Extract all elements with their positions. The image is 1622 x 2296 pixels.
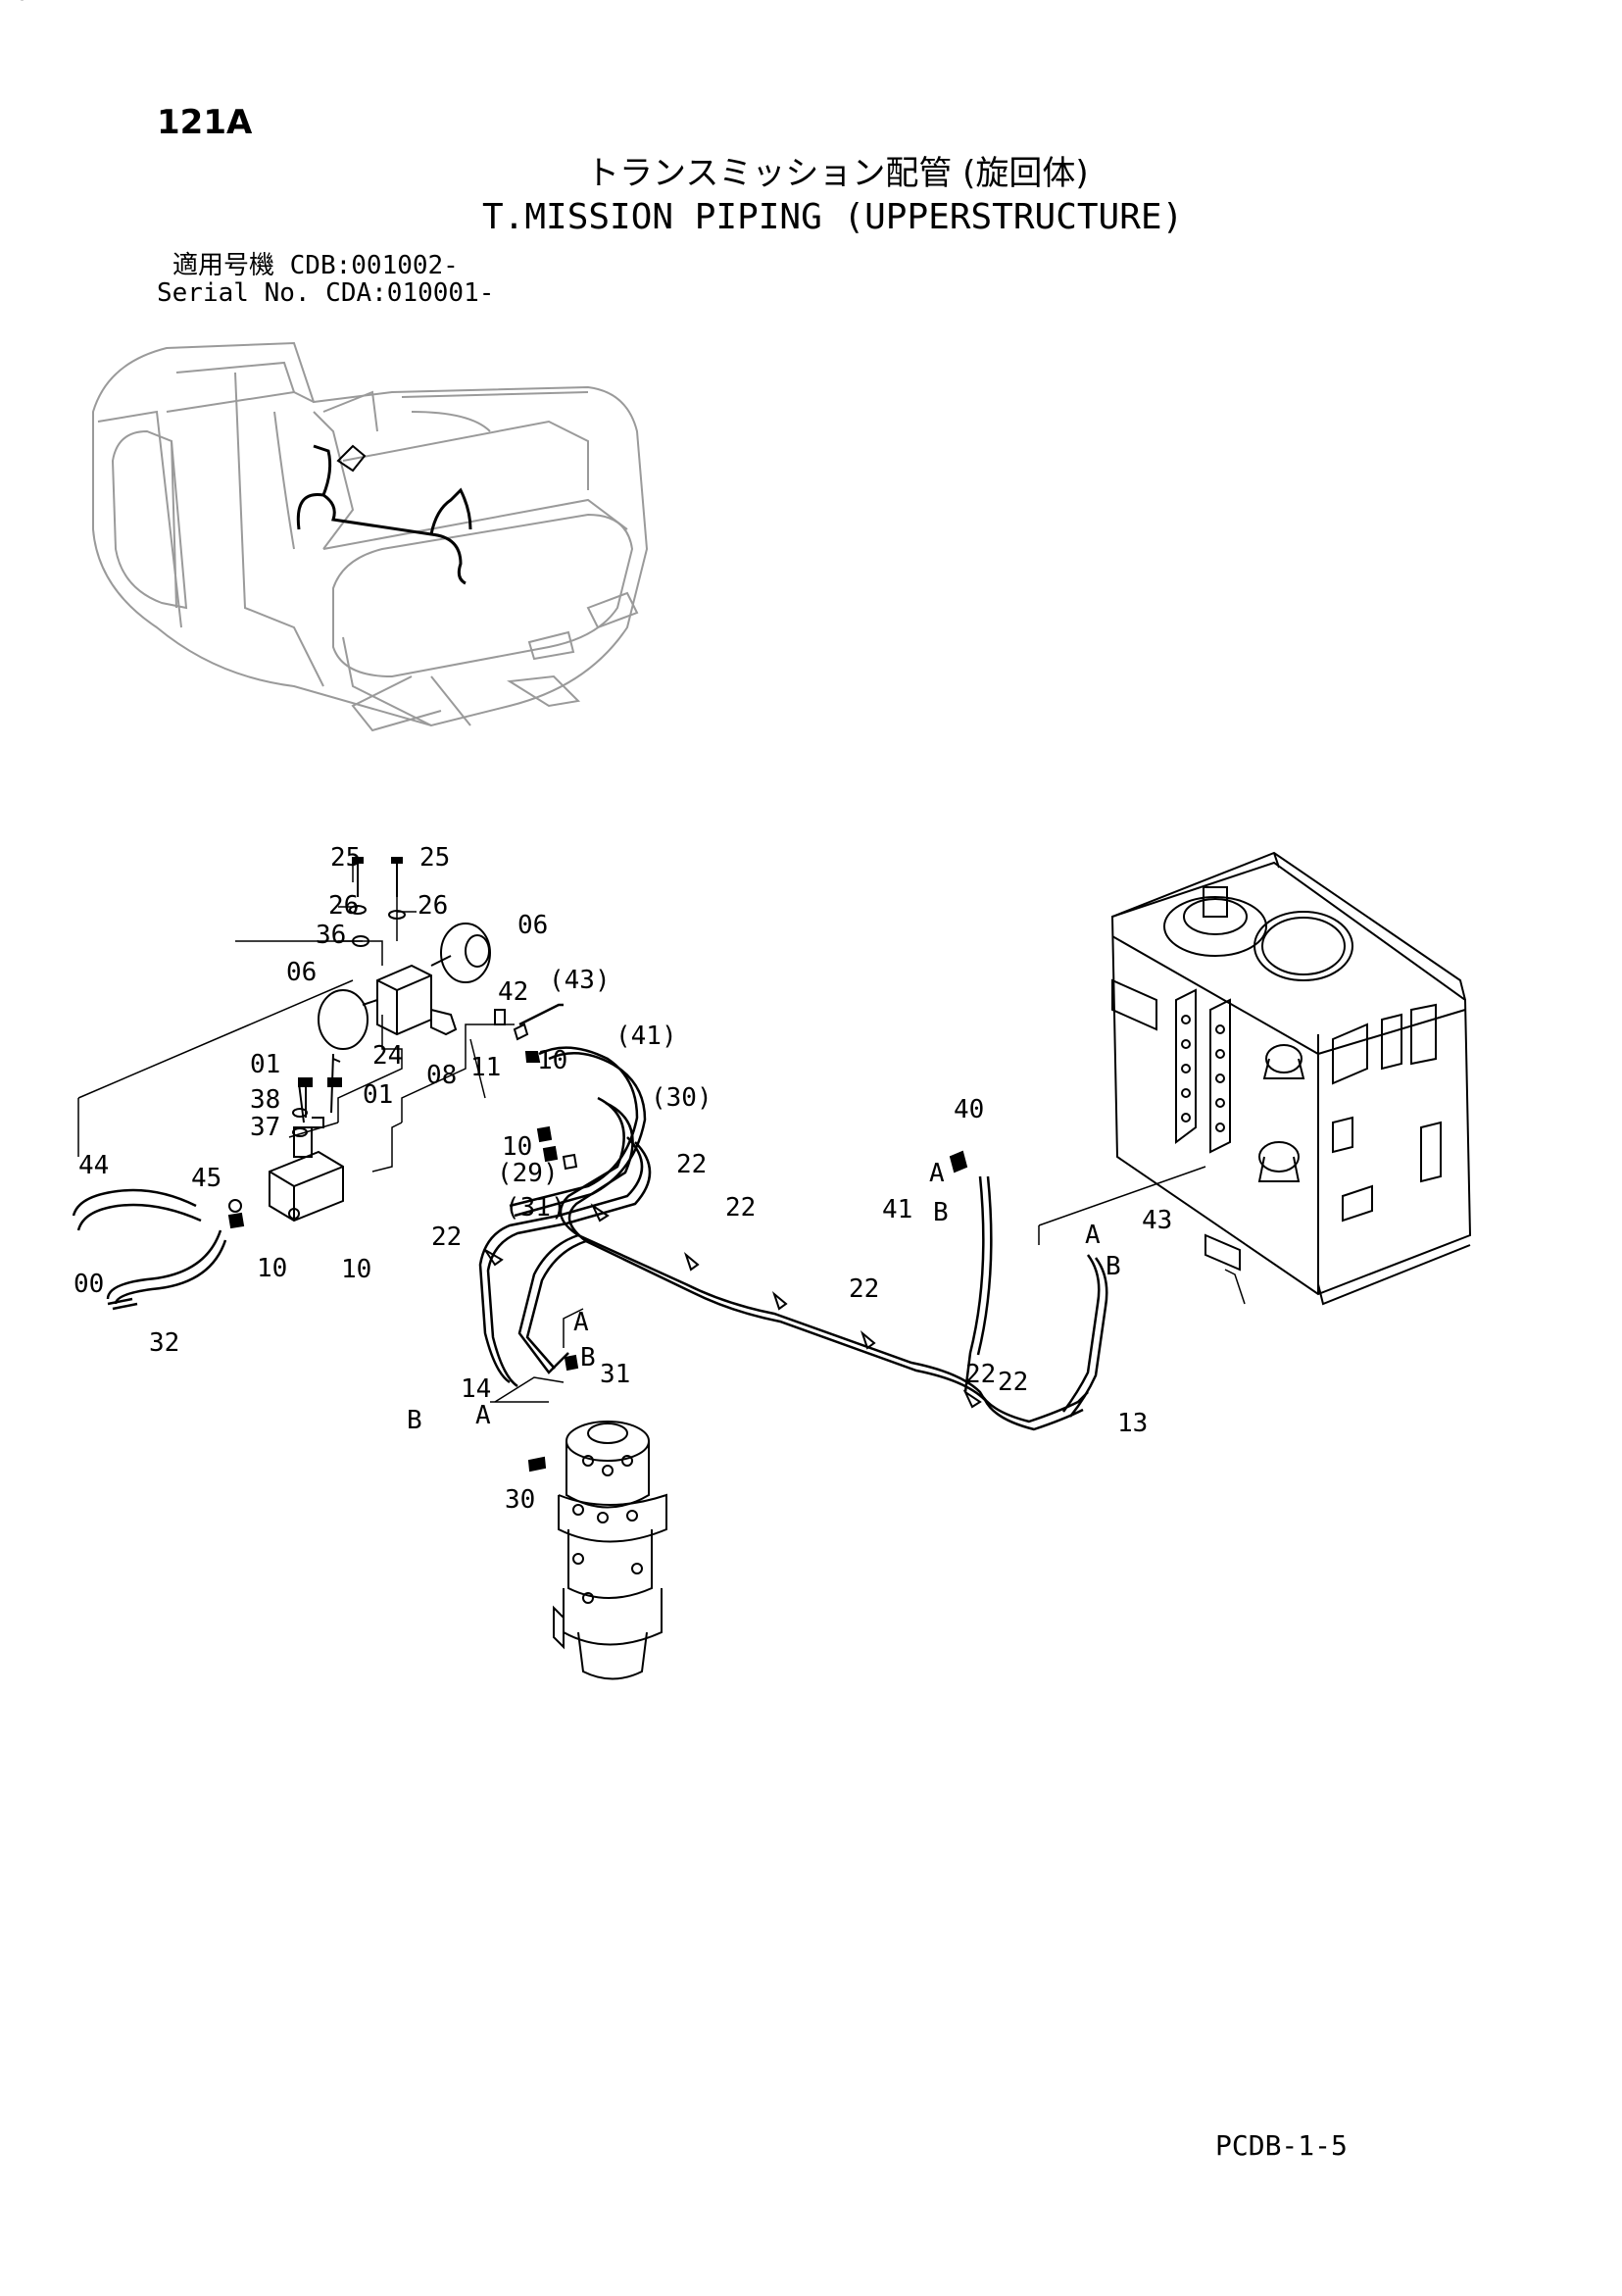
callout-2: 26 bbox=[328, 891, 359, 921]
callout-18: 10 bbox=[502, 1132, 532, 1162]
callout-41: A bbox=[573, 1308, 589, 1337]
callout-9: 24 bbox=[372, 1041, 403, 1071]
callout-12: 10 bbox=[537, 1046, 567, 1075]
callout-10: 08 bbox=[426, 1061, 457, 1090]
callout-11: 11 bbox=[470, 1053, 501, 1082]
callout-48: 13 bbox=[1117, 1409, 1148, 1438]
callout-23: 44 bbox=[78, 1151, 109, 1180]
title-japanese: トランスミッション配管 (旋回体) bbox=[586, 154, 1089, 193]
callout-26: 00 bbox=[74, 1270, 104, 1299]
callout-13: (41) bbox=[615, 1022, 677, 1051]
callout-47: 30 bbox=[505, 1485, 535, 1515]
callout-7: 42 bbox=[498, 977, 528, 1007]
callout-42: B bbox=[580, 1343, 596, 1373]
callout-49: 29 bbox=[0, 0, 30, 7]
callout-28: 32 bbox=[149, 1328, 179, 1358]
title-english: T.MISSION PIPING (UPPERSTRUCTURE) bbox=[482, 197, 1184, 237]
callout-1: 25 bbox=[419, 843, 450, 873]
callout-0: 25 bbox=[330, 843, 361, 873]
callout-17: 37 bbox=[250, 1113, 280, 1142]
callout-40: 43 bbox=[1142, 1206, 1172, 1235]
callout-44: 14 bbox=[461, 1374, 491, 1404]
page-code: 121A bbox=[157, 103, 253, 142]
swivel-joint-illustration bbox=[553, 1421, 667, 1680]
callout-27: 10 bbox=[341, 1255, 371, 1284]
callout-14: 01 bbox=[250, 1050, 280, 1079]
callout-35: A bbox=[929, 1159, 945, 1188]
callout-33: 22 bbox=[965, 1360, 996, 1389]
hydraulic-tank-illustration bbox=[1110, 851, 1472, 1306]
callout-5: 06 bbox=[517, 911, 548, 940]
callout-24: 45 bbox=[191, 1164, 221, 1193]
callout-3: 26 bbox=[418, 891, 448, 921]
fastener-icons bbox=[227, 857, 968, 1472]
callout-21: (31) bbox=[505, 1193, 566, 1223]
callout-32: 22 bbox=[998, 1368, 1028, 1397]
callout-8: (43) bbox=[549, 966, 611, 995]
hose-clamp-icons bbox=[484, 1203, 982, 1409]
callout-37: 41 bbox=[882, 1195, 912, 1224]
hose-lines bbox=[72, 1003, 1108, 1431]
footer-code: PCDB-1-5 bbox=[1215, 2129, 1348, 2162]
callout-15: 01 bbox=[363, 1080, 393, 1110]
serial-applicable-model: 適用号機 CDB:001002- bbox=[172, 251, 459, 280]
callout-36: B bbox=[933, 1198, 949, 1227]
callout-43: 31 bbox=[600, 1360, 630, 1389]
callout-31: 22 bbox=[849, 1274, 879, 1304]
callout-45: A bbox=[475, 1401, 491, 1430]
excavator-harness bbox=[296, 444, 472, 585]
callout-6: 06 bbox=[286, 958, 317, 987]
excavator-overview-illustration bbox=[92, 341, 649, 732]
callout-38: A bbox=[1085, 1221, 1101, 1250]
serial-number: Serial No. CDA:010001- bbox=[157, 278, 495, 308]
leader-lines bbox=[77, 863, 1246, 1403]
callout-46: B bbox=[407, 1406, 422, 1435]
callout-39: B bbox=[1106, 1252, 1121, 1281]
callout-30: 22 bbox=[725, 1193, 756, 1223]
callout-25: 10 bbox=[257, 1254, 287, 1283]
callout-22: 22 bbox=[676, 1150, 707, 1179]
callout-34: 40 bbox=[954, 1095, 984, 1124]
callout-19: (29) bbox=[497, 1159, 559, 1188]
callout-20: (30) bbox=[651, 1083, 713, 1113]
callout-16: 38 bbox=[250, 1085, 280, 1115]
callout-4: 36 bbox=[316, 921, 346, 950]
callout-29: 22 bbox=[431, 1223, 462, 1252]
